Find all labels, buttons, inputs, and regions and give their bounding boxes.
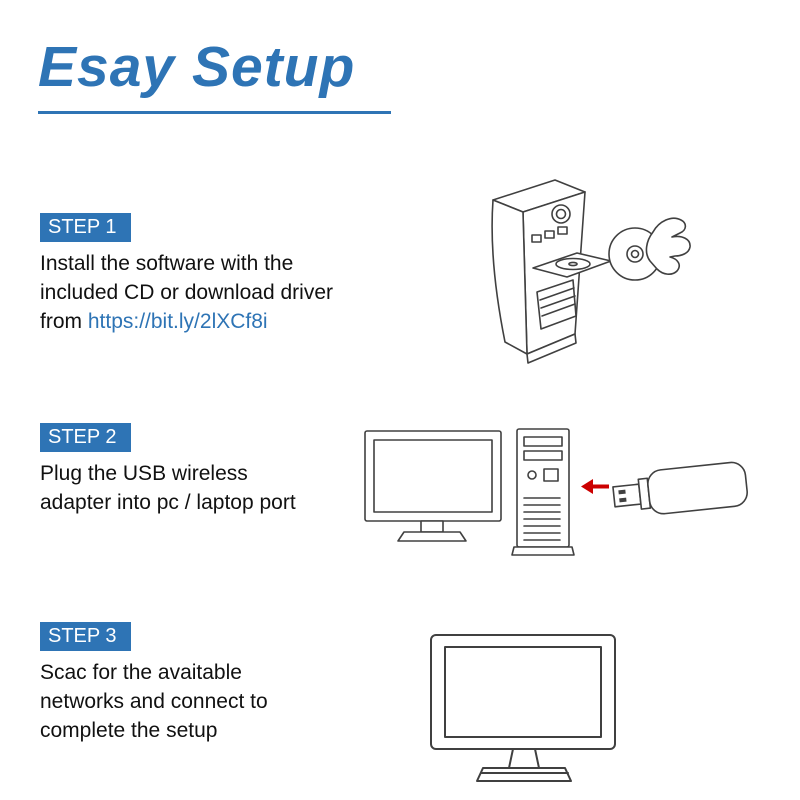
pc-tower-icon [511,428,575,556]
step1-illustration [491,179,691,364]
step3-text-line3: complete the setup [40,719,218,742]
step1-text: Install the software with the included C… [40,249,410,336]
step3-text-line1: Scac for the avaitable [40,661,242,684]
monitor-icon [364,430,502,542]
step2-section: STEP 2 Plug the USB wireless adapter int… [40,423,410,517]
step1-text-line1: Install the software with the [40,252,294,275]
page-title: Esay Setup [38,35,356,99]
step1-link-prefix: from [40,310,88,333]
step2-badge: STEP 2 [40,423,131,452]
monitor-icon [430,634,616,782]
usb-adapter-icon [612,461,748,515]
step1-badge: STEP 1 [40,213,131,242]
hand-icon [645,217,691,275]
step2-text-line1: Plug the USB wireless [40,462,248,485]
cd-disc-on-tray-icon [555,257,591,271]
step1-text-line3: from https://bit.ly/2lXCf8i [40,307,410,336]
step2-text-line2: adapter into pc / laptop port [40,491,296,514]
step3-badge: STEP 3 [40,622,131,651]
red-arrow-icon [581,479,609,494]
title-underline [38,111,391,114]
step2-text: Plug the USB wireless adapter into pc / … [40,459,410,517]
step3-text: Scac for the avaitable networks and conn… [40,658,410,745]
step1-download-link[interactable]: https://bit.ly/2lXCf8i [87,310,268,333]
step2-illustration [364,428,748,556]
pc-tower [491,179,612,364]
step1-section: STEP 1 Install the software with the inc… [40,213,410,336]
step3-illustration [430,634,616,782]
step3-text-line2: networks and connect to [40,690,268,713]
step3-section: STEP 3 Scac for the avaitable networks a… [40,622,410,745]
step1-text-line2: included CD or download driver [40,281,333,304]
